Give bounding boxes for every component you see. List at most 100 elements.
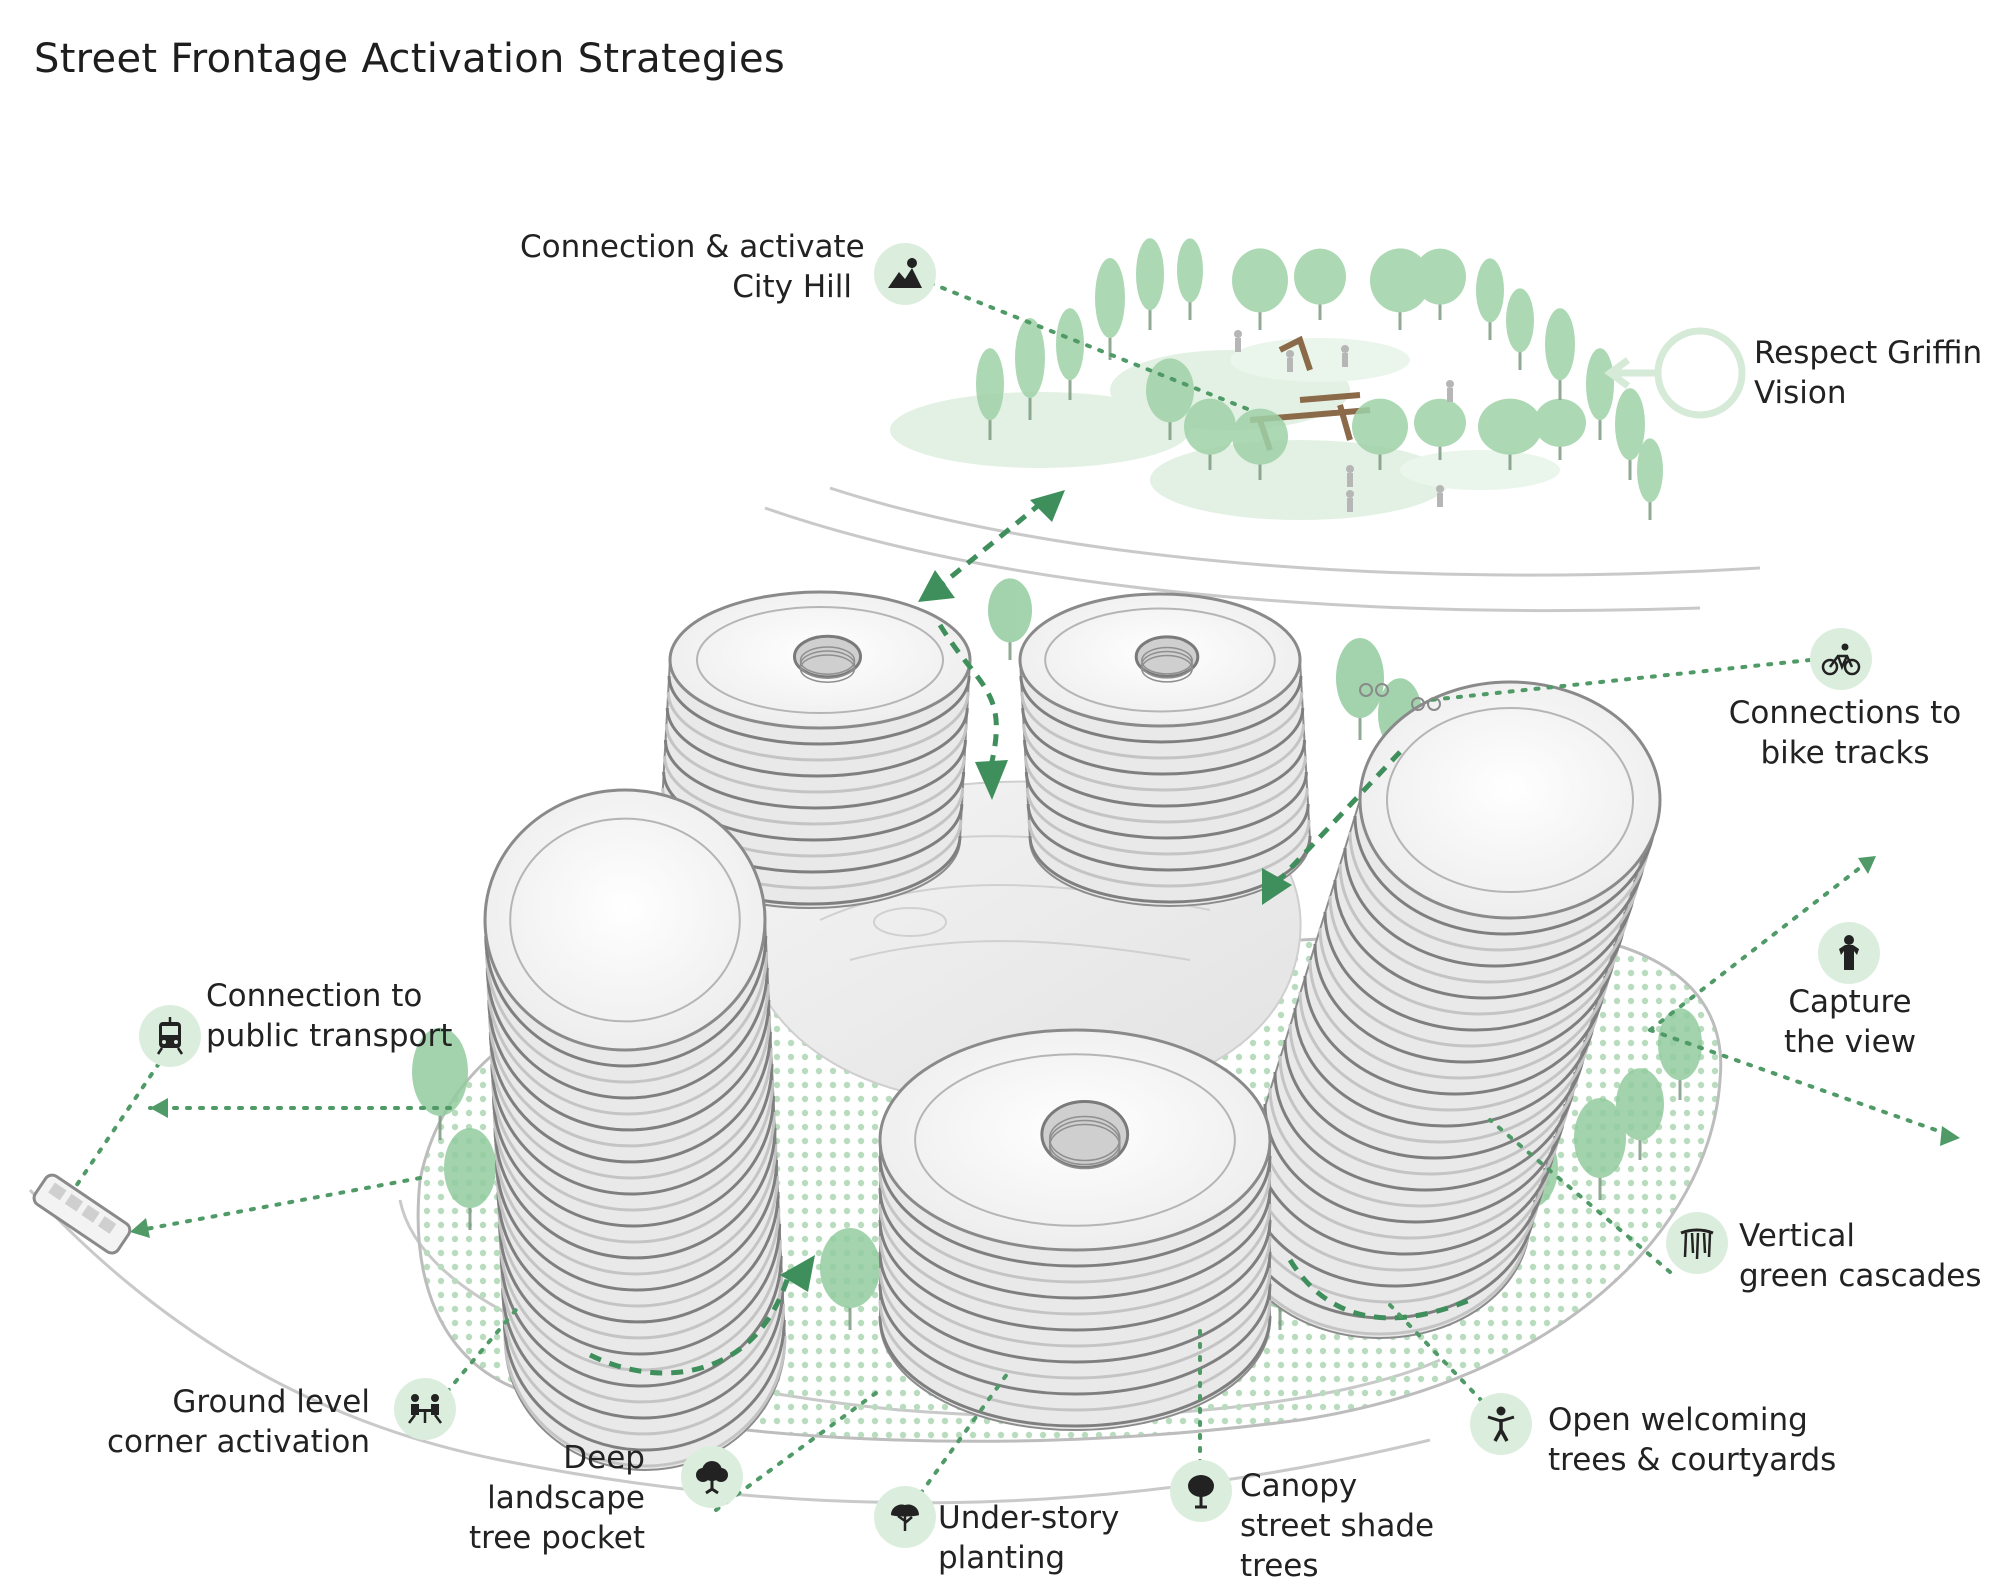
floor-slab (495, 1175, 779, 1308)
floor-slab (1333, 879, 1637, 1000)
pocket-link (588, 1269, 793, 1376)
floor-slab (878, 1315, 1272, 1428)
tower-east (1228, 680, 1662, 1339)
city-hill-park (890, 238, 1663, 520)
floor-slab (1020, 691, 1304, 760)
floor-slab (499, 1255, 783, 1388)
city-hill-link (933, 498, 1047, 592)
shrub-icon (874, 1486, 936, 1548)
roof-void (1040, 1100, 1130, 1169)
tree-canopy (1146, 358, 1194, 423)
cascade-roots-icon (1666, 1212, 1728, 1274)
floor-slab (1025, 787, 1309, 856)
roof-rim (1386, 706, 1634, 894)
floor-slab (878, 1251, 1272, 1364)
diagram-title: Street Frontage Activation Strategies (34, 36, 786, 82)
tree-canopy (1294, 248, 1346, 305)
tree-canopy (1336, 638, 1384, 718)
floor-slab (489, 1047, 773, 1180)
tree-canopy (1232, 248, 1288, 313)
floor-slab (486, 983, 770, 1116)
large-tree-icon (681, 1446, 743, 1508)
tree-canopy (1658, 1008, 1702, 1081)
person-body (1347, 498, 1353, 512)
void-ring (799, 654, 856, 683)
leader-arrowheads (130, 856, 1960, 1238)
person-body (1235, 338, 1241, 352)
hill-icon (874, 243, 936, 305)
floor-slab (495, 1159, 779, 1292)
cafe-seating-icon (394, 1378, 456, 1440)
floor-slab (485, 951, 769, 1084)
floor-slab (488, 1015, 772, 1148)
arrowheads (780, 490, 1292, 1292)
floor-slab (1258, 1119, 1562, 1240)
floor-slab (1308, 959, 1612, 1080)
floor-slab (1268, 1087, 1572, 1208)
floor-slab (1026, 803, 1310, 872)
tree-canopy (976, 348, 1004, 421)
tree-canopy (1232, 408, 1288, 465)
roof-void (1134, 635, 1200, 679)
floor-slab (487, 999, 771, 1132)
tree-canopy (1352, 398, 1408, 455)
void-ring (1141, 654, 1193, 683)
floor-slab (488, 1031, 772, 1164)
floor-slab (484, 935, 768, 1068)
person-head (1341, 345, 1349, 353)
park-people (1234, 330, 1454, 512)
floor-slab (667, 675, 971, 746)
floor-slab (494, 1143, 778, 1276)
floor-slab (663, 739, 967, 810)
floor-slab (501, 1287, 785, 1420)
tree-canopy (1136, 238, 1164, 311)
tree-canopy (1545, 308, 1575, 381)
floor-slab (497, 1207, 781, 1340)
person-head (1286, 350, 1294, 358)
welcoming-person-icon (1470, 1393, 1532, 1455)
tree-canopy (1095, 258, 1125, 338)
floor-slab (1353, 815, 1657, 936)
person-head (1346, 490, 1354, 498)
person-head (1234, 330, 1242, 338)
floor-slab (1298, 991, 1602, 1112)
person-body (1447, 388, 1453, 402)
bicycle-icon (1810, 628, 1872, 690)
floor-slab (878, 1219, 1272, 1332)
void-ring (799, 646, 856, 675)
floor-slab (1023, 755, 1307, 824)
floor-slab (878, 1187, 1272, 1300)
tree-canopy (1586, 348, 1614, 421)
person-head (1436, 485, 1444, 493)
tree-canopy (1506, 288, 1534, 353)
tower-west (483, 788, 787, 1471)
floor-slab (1283, 1039, 1587, 1160)
roof-rim (914, 1053, 1236, 1227)
floor-slab (1303, 975, 1607, 1096)
roof-rim (1044, 607, 1276, 713)
person-head (1346, 465, 1354, 473)
tree-canopy (820, 1228, 880, 1308)
floor-slab (1313, 943, 1617, 1064)
floor-slab (502, 1319, 786, 1452)
floor-slab (1328, 895, 1632, 1016)
tree-canopy (1574, 1098, 1626, 1178)
floor-slab (1022, 723, 1306, 792)
tree-canopy (1177, 238, 1203, 303)
canopy-tree-icon (1170, 1460, 1232, 1522)
floor-slab (492, 1111, 776, 1244)
floor-slab (878, 1235, 1272, 1348)
floor-slab (493, 1127, 777, 1260)
connection-arrows (588, 498, 1471, 1376)
floor-slab (503, 1335, 787, 1468)
floor-slab (878, 1283, 1272, 1396)
floor-slab (1288, 1023, 1592, 1144)
